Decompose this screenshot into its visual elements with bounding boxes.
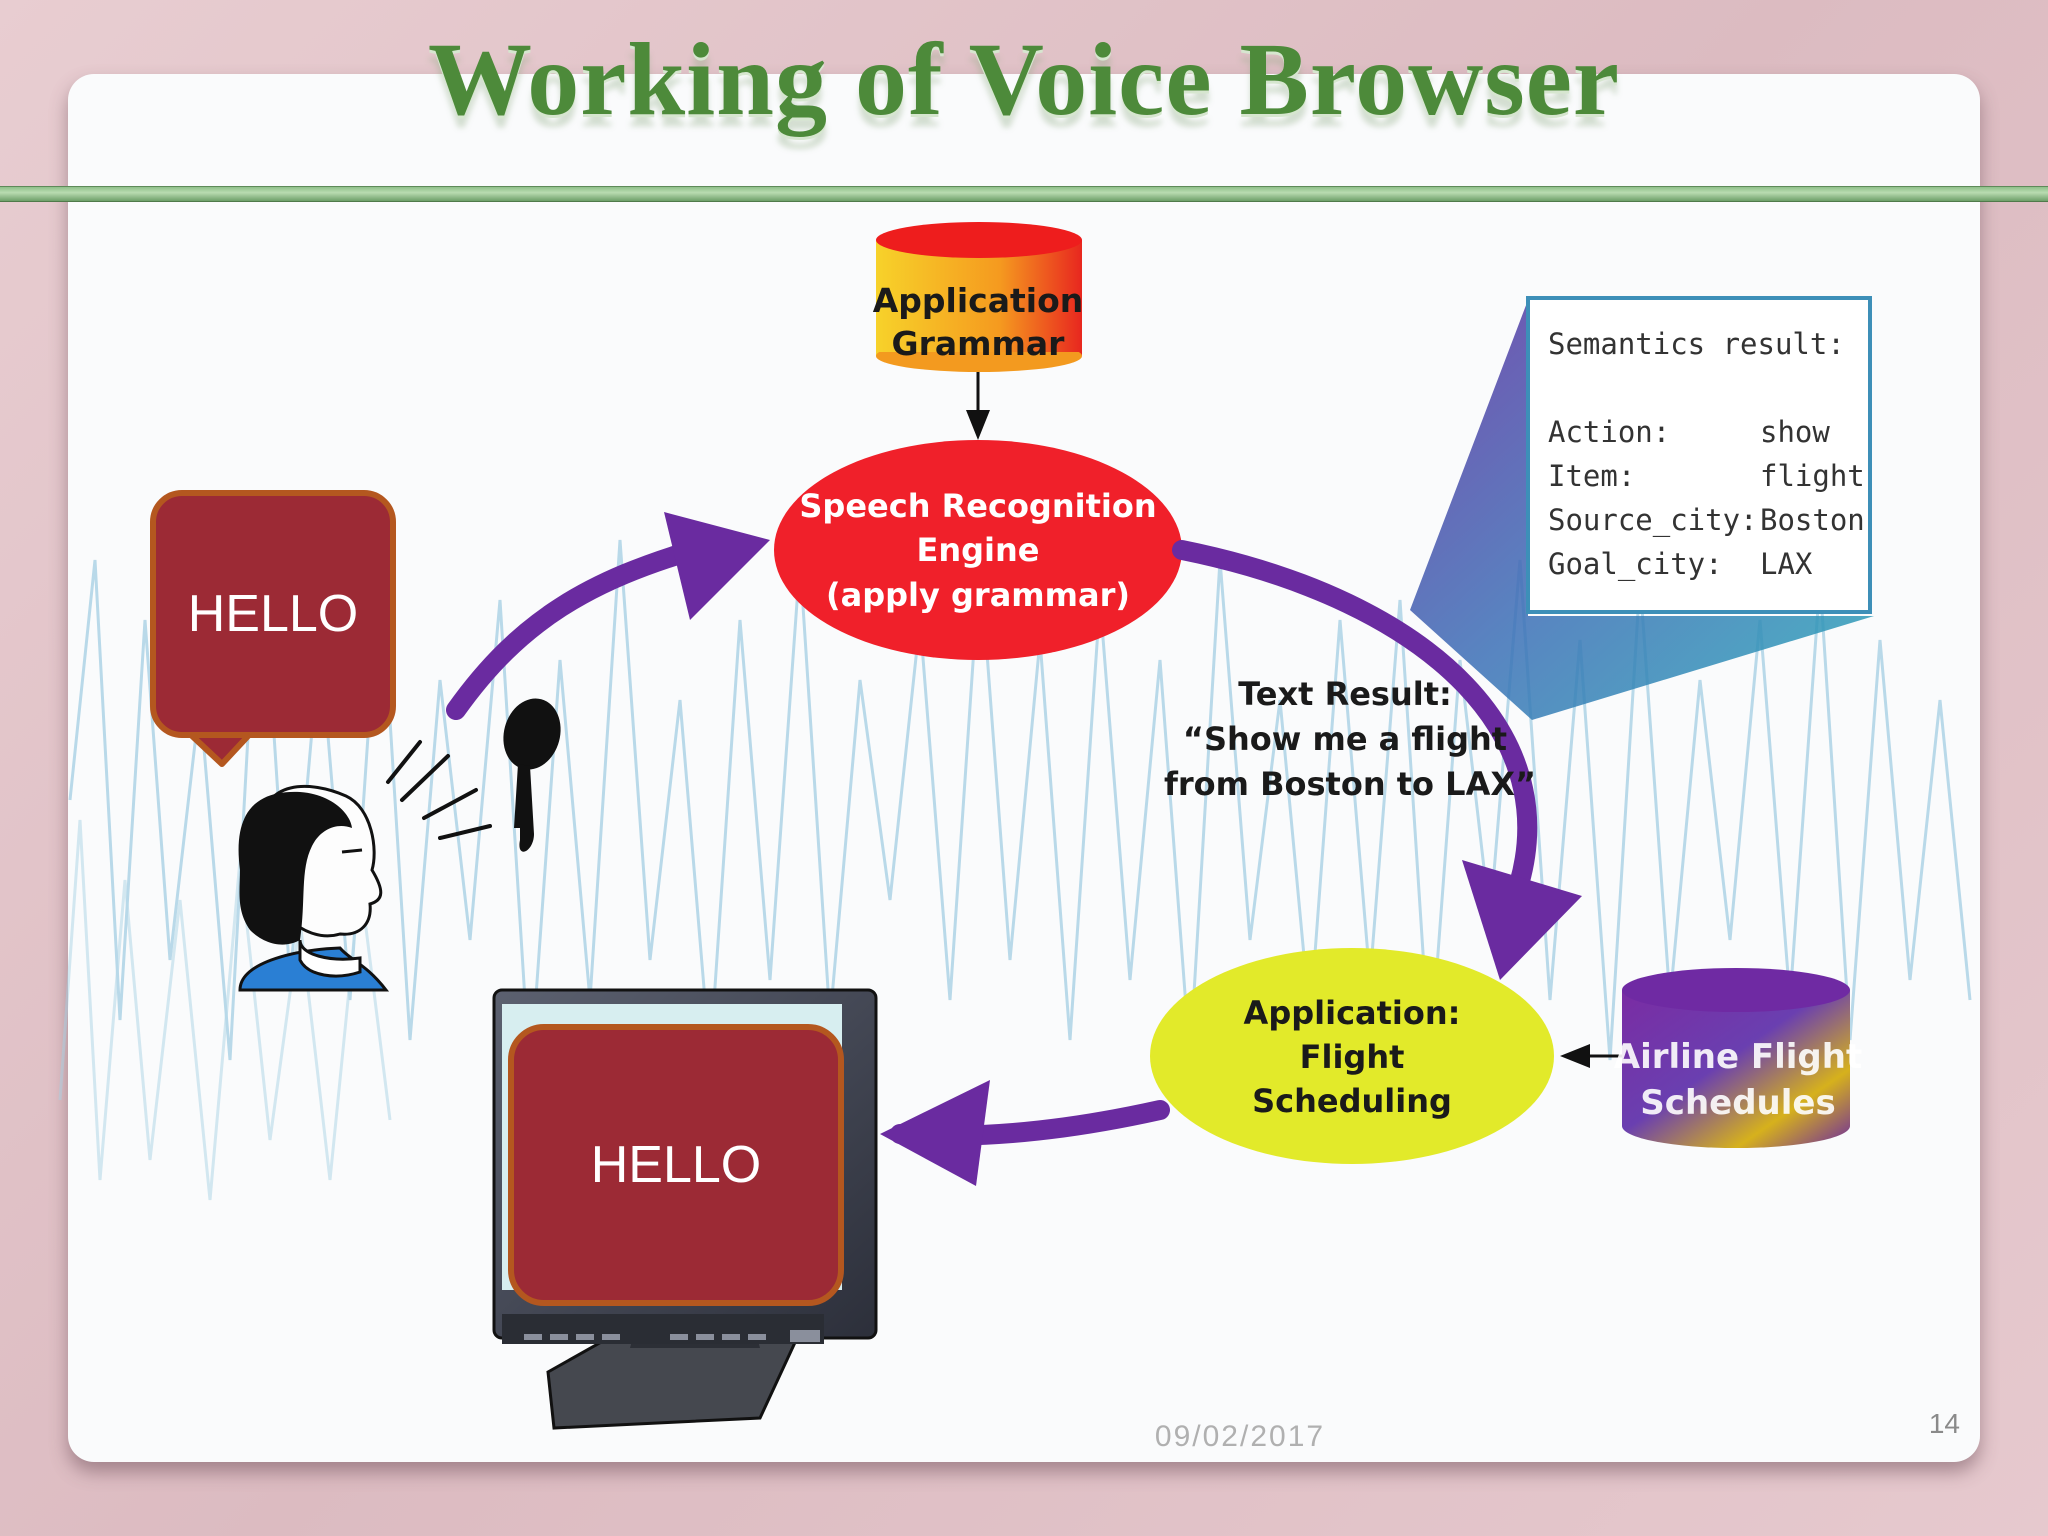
- text-result-line3: from Boston to LAX”: [1164, 765, 1536, 803]
- semantics-row: Item: flight: [1548, 454, 1868, 498]
- semantics-value: flight: [1760, 459, 1865, 493]
- scheduling-line3: Scheduling: [1252, 1082, 1452, 1120]
- semantics-key: Item:: [1548, 459, 1636, 493]
- text-result-line1: Text Result:: [1238, 675, 1452, 713]
- screen-bubble-text: HELLO: [590, 1136, 762, 1194]
- arrow-engine-to-scheduling: [1172, 540, 1538, 920]
- semantics-key: Source_city:: [1548, 503, 1758, 537]
- semantics-row: Source_city:Boston: [1548, 498, 1868, 542]
- speech-recognition-engine: Speech Recognition Engine (apply grammar…: [774, 440, 1182, 660]
- app-grammar-label-line2: Grammar: [892, 324, 1066, 363]
- semantics-key: Action:: [1548, 415, 1671, 449]
- person-icon: [238, 785, 390, 992]
- arrowhead-engine: [664, 512, 770, 620]
- slide-title: Working of Voice Browser: [427, 22, 1621, 137]
- arrowhead-monitor: [880, 1080, 990, 1186]
- engine-label-line1: Speech Recognition: [799, 487, 1156, 525]
- title-rule: [0, 186, 2048, 202]
- airline-flight-database: Airline Flight Schedules: [1614, 968, 1862, 1148]
- semantics-value: show: [1760, 415, 1830, 449]
- db-label-line2: Schedules: [1640, 1083, 1835, 1123]
- app-grammar-label-line1: Application: [873, 281, 1084, 320]
- speech-bubble-text: HELLO: [187, 585, 359, 643]
- app-flight-scheduling: Application: Flight Scheduling: [1150, 948, 1554, 1164]
- semantics-value: Boston: [1760, 503, 1865, 537]
- text-result-line2: “Show me a flight: [1183, 720, 1507, 758]
- semantics-value: LAX: [1760, 547, 1813, 581]
- screen-output-bubble: HELLO: [508, 1024, 844, 1306]
- microphone-icon: [503, 698, 561, 852]
- app-grammar-database: Application Grammar: [873, 222, 1084, 372]
- footer-date: 09/02/2017: [1154, 1420, 1326, 1453]
- semantics-result-box: Semantics result: Action: show Item: fligh…: [1526, 296, 1872, 614]
- speech-bubble-tail: [187, 731, 253, 767]
- semantics-key: Goal_city:: [1548, 547, 1723, 581]
- page-number: 14: [1928, 1408, 1960, 1439]
- speech-bubble: HELLO: [150, 490, 396, 738]
- grammar-to-engine-arrow: [966, 372, 990, 440]
- scheduling-line1: Application:: [1244, 994, 1461, 1032]
- engine-label-line2: Engine: [917, 531, 1040, 569]
- semantics-row: Goal_city: LAX: [1548, 542, 1868, 586]
- scheduling-line2: Flight: [1300, 1038, 1405, 1076]
- sound-wave-lines: [386, 740, 492, 840]
- semantics-title: Semantics result:: [1548, 327, 1845, 361]
- text-result-label: Text Result: “Show me a flight from Bost…: [1164, 675, 1536, 803]
- db-label-line1: Airline Flight: [1614, 1037, 1862, 1077]
- engine-label-line3: (apply grammar): [826, 576, 1130, 614]
- arrow-user-to-engine: [446, 538, 710, 720]
- db-to-scheduling-arrow: [1560, 1044, 1630, 1068]
- arrowhead-scheduling: [1462, 860, 1582, 980]
- semantics-row: Action: show: [1548, 410, 1868, 454]
